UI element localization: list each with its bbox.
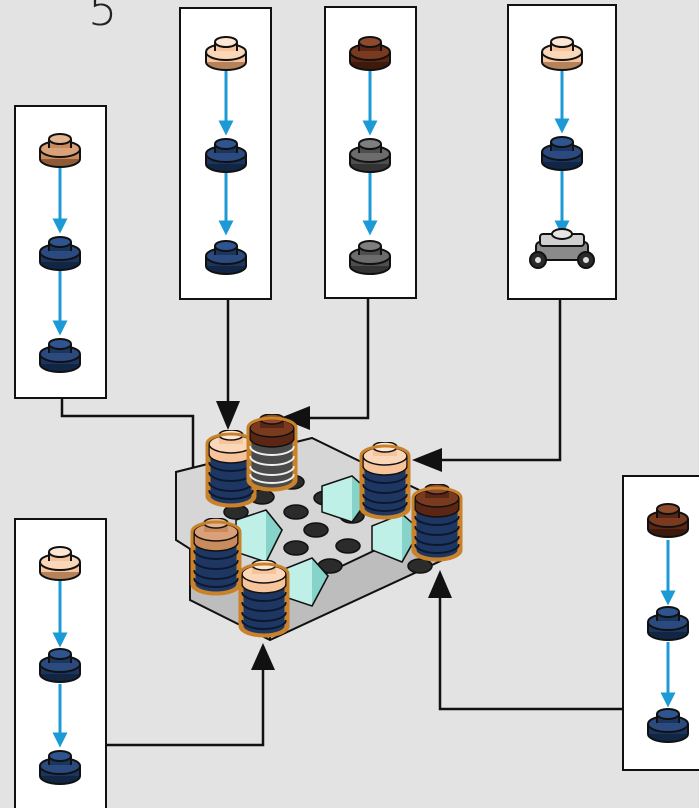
connector-1 (60, 398, 195, 510)
callout-6 (622, 475, 699, 771)
connector-lines (60, 298, 623, 747)
stack-light-nougat-2 (238, 560, 290, 638)
connector-4 (442, 299, 562, 462)
step-number: 5 (88, 0, 118, 36)
callout-2 (179, 7, 272, 300)
stack-reddish-brown (411, 484, 463, 562)
model-assembly (175, 414, 463, 642)
connector-6 (438, 594, 623, 711)
stack-light-nougat-3 (359, 442, 411, 520)
arrowhead-6 (428, 570, 452, 598)
stack-reddish-brown-gray (246, 414, 298, 492)
callout-5 (14, 518, 107, 808)
callout-3 (324, 6, 417, 299)
arrowhead-3 (280, 406, 310, 430)
connector-5 (106, 666, 265, 747)
arrowhead-2 (216, 401, 240, 430)
callout-1 (14, 105, 107, 399)
arrowhead-4 (412, 448, 442, 472)
callout-4 (507, 4, 617, 300)
arrowhead-5 (251, 643, 275, 670)
stack-medium-nougat (190, 518, 242, 596)
connector-3 (298, 298, 370, 420)
